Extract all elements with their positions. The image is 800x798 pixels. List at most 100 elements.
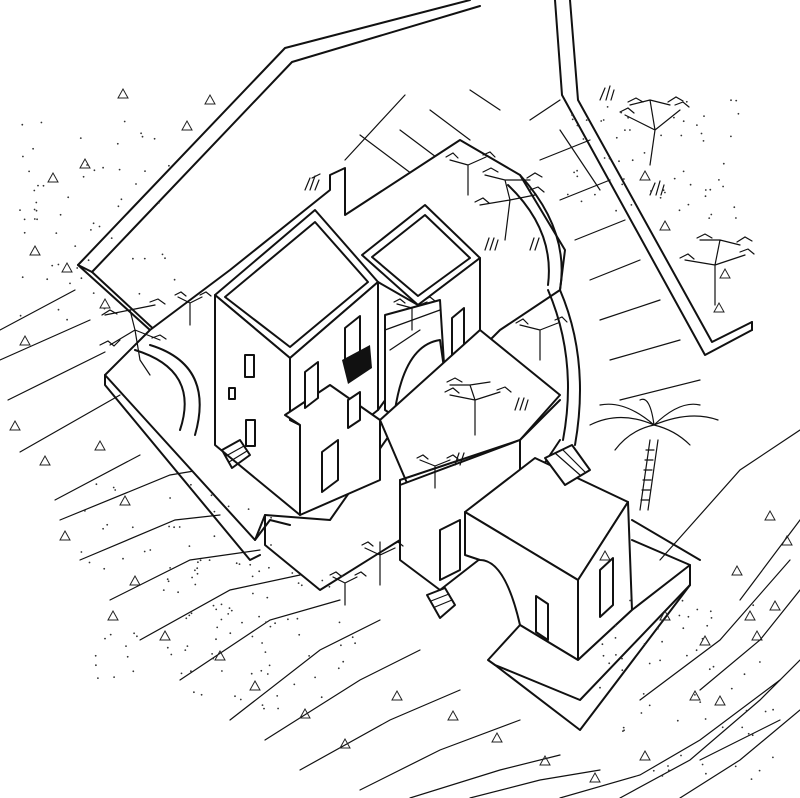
terrain-dot [678,209,681,212]
terrain-dot [298,633,301,636]
terrain-dot [758,769,761,772]
balcony-shadow [342,345,372,384]
terrain-dot [106,523,109,526]
terrain-dot [701,763,704,766]
tree-icon [444,377,512,436]
terrain-dot [659,196,662,199]
terrain-dot [580,200,583,203]
terrain-dot [149,549,152,551]
terrain-dot [95,483,98,486]
terrain-dot [239,698,242,701]
terrain-dot [685,100,688,103]
tree-icon [393,296,436,331]
terrain-dot [157,201,160,204]
terrain-dot [118,168,121,171]
terrain-dot [92,292,95,294]
terrain-dot [103,307,106,310]
terrain-dot [623,178,625,180]
terrain-dot [341,574,343,577]
terrain-dot [21,123,24,126]
terrain-triangle [781,534,793,546]
terrain-dot [213,535,216,538]
terrain-dot [162,589,165,591]
terrain-triangle [714,694,726,706]
trees [99,85,755,606]
skylight [544,444,591,486]
terrain-dot [79,137,82,140]
tree-icon [329,571,367,606]
terrain-dot [268,566,270,569]
terrain-dot [630,204,633,206]
terrain-dot [33,218,36,220]
terrain-dot [196,567,199,570]
terrain-dot [337,667,340,670]
terrain-dot [131,526,134,529]
terrain-triangle [117,87,129,99]
terrain-dot [648,662,651,665]
terrain-dot [22,155,24,158]
terrain-dot [314,676,316,679]
terrain-dot [211,653,214,655]
terrain-dot [122,557,124,560]
terrain-dot [143,550,146,553]
terrain-dot [229,632,232,635]
terrain-dot [678,614,681,617]
terrain-dot [125,645,127,647]
terrain-dot [169,567,172,569]
terrain-dot [571,114,573,116]
terrain-dot [97,677,99,679]
terrain-dot [113,676,115,678]
terrain-triangle [719,267,731,279]
terrain-dot [622,726,625,729]
terrain-triangle [699,634,711,646]
terrain-dot [710,213,713,216]
terrain-dot [102,527,104,530]
terrain-dot [67,196,70,199]
tree-icon [619,96,690,166]
terrain-dot [95,664,97,667]
terrain-dot [186,645,189,647]
window-left-small [228,387,236,400]
terrain-triangle [599,549,611,561]
terrain-triangle [29,244,41,256]
terrain-dot [132,257,134,260]
terrain-dot [123,120,126,123]
terrain-dot [55,232,58,235]
terrain-dot [667,765,669,767]
terrain-dot [704,195,707,198]
terrain-dot [764,710,767,713]
terrain-dot [772,756,774,759]
terrain-dot [117,205,120,208]
terrain-dot [66,318,68,321]
terrain-dot [623,729,625,732]
terrain-triangle [659,609,671,621]
terrain-triangle [129,574,141,586]
terrain-triangle [159,629,171,641]
terrain-dot [735,99,738,102]
terrain-dot [132,670,135,673]
terrain-dot [141,135,144,138]
terrain-triangle [299,707,311,719]
terrain-dot [576,124,579,127]
terrain-dot [190,612,193,615]
terrain-dot [667,769,670,772]
terrain-dot [629,129,631,131]
terrain-dot [194,569,196,572]
terrain-dot [566,193,569,196]
terrain-dot [258,615,260,618]
terrain-dot [143,257,146,260]
terrain-dot [116,142,119,145]
terrain-dot [718,179,720,181]
terrain-dot [730,135,732,138]
terrain-dot [620,111,623,114]
terrain-dot [673,116,675,119]
terrain-dot [241,621,243,624]
terrain-triangle [447,709,459,721]
terrain-dot [743,673,746,676]
terrain-dot [687,203,690,206]
terrain-dot [734,765,737,768]
window-left-upper [244,354,255,378]
terrain-dot [190,670,192,673]
terrain-triangle [639,169,651,181]
terrain-dot [682,627,685,630]
